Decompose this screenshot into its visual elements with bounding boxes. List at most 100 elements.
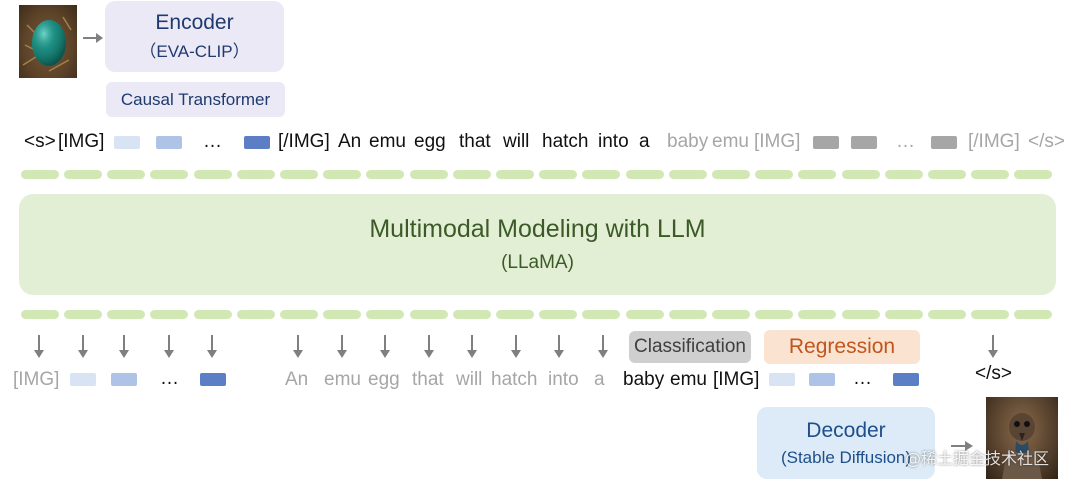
output-token: egg [368, 369, 400, 390]
causal-transformer-box: Causal Transformer [106, 82, 285, 117]
embedding-pill [798, 310, 836, 319]
embedding-pill [64, 170, 102, 179]
embedding-pill [150, 170, 188, 179]
embedding-pill [21, 170, 59, 179]
embedding-pill [366, 310, 404, 319]
encoder-subtitle: （EVA-CLIP） [139, 42, 250, 61]
embedding-pill [237, 170, 275, 179]
output-token: emu [324, 369, 361, 390]
arrow-down-icon [293, 335, 303, 358]
egg-image [19, 5, 77, 78]
embedding-pill [194, 310, 232, 319]
embedding-pill [885, 310, 923, 319]
watermark: @稀土掘金技术社区 [905, 449, 1050, 468]
embedding-pill [194, 170, 232, 179]
encoder-box: Encoder （EVA-CLIP） [105, 1, 284, 72]
arrow-right-icon [951, 441, 973, 451]
embedding-pill [669, 170, 707, 179]
embedding-pill [712, 170, 750, 179]
embedding-pill [842, 170, 880, 179]
causal-transformer-label: Causal Transformer [120, 89, 271, 109]
output-token: a [594, 369, 605, 390]
embedding-pill [410, 310, 448, 319]
image-embedding [893, 373, 919, 386]
arrow-down-icon [380, 335, 390, 358]
arrow-down-icon [598, 335, 608, 358]
embedding-pill [582, 310, 620, 319]
classification-head: Classification [629, 331, 751, 363]
embedding-pill [107, 310, 145, 319]
llm-subtitle: (LLaMA) [501, 252, 574, 273]
output-token: baby [623, 369, 665, 390]
arrow-down-icon [164, 335, 174, 358]
output-token: hatch [491, 369, 538, 390]
embedding-pill [1014, 170, 1052, 179]
image-embedding [244, 136, 270, 149]
input-token: emu [712, 131, 749, 152]
image-embedding [769, 373, 795, 386]
output-token: that [412, 369, 444, 390]
arrow-down-icon [424, 335, 434, 358]
input-token: that [459, 131, 491, 152]
input-token: <s> [24, 131, 56, 152]
arrow-down-icon [467, 335, 477, 358]
decoder-title: Decoder [806, 418, 886, 442]
image-embedding [813, 136, 839, 149]
embedding-pill [539, 170, 577, 179]
output-token: [IMG] [13, 369, 60, 390]
embedding-pill [669, 310, 707, 319]
regression-head: Regression [764, 330, 920, 364]
embedding-pill [280, 310, 318, 319]
encoder-title: Encoder [155, 11, 234, 34]
embedding-pill [280, 170, 318, 179]
output-token: </s> [975, 363, 1012, 384]
embedding-pill [323, 310, 361, 319]
decoder-box: Decoder (Stable Diffusion) [757, 407, 935, 479]
input-token: emu [369, 131, 406, 152]
embedding-pill [971, 170, 1009, 179]
decoder-subtitle: (Stable Diffusion) [780, 447, 912, 467]
input-token: … [203, 131, 222, 152]
image-embedding [931, 136, 957, 149]
embedding-pill [798, 170, 836, 179]
output-token: … [853, 368, 872, 389]
input-token: baby [667, 131, 709, 152]
embedding-pill [626, 310, 664, 319]
embedding-pill [928, 170, 966, 179]
arrow-down-icon [511, 335, 521, 358]
embedding-pill [107, 170, 145, 179]
arrow-down-icon [119, 335, 129, 358]
image-embedding [200, 373, 226, 386]
embedding-pill [453, 170, 491, 179]
embedding-pill [323, 170, 361, 179]
embedding-pill [928, 310, 966, 319]
image-embedding [156, 136, 182, 149]
embedding-pill [755, 310, 793, 319]
arrow-down-icon [988, 335, 998, 358]
embedding-pill [237, 310, 275, 319]
embedding-pill [410, 170, 448, 179]
llm-box: Multimodal Modeling with LLM (LLaMA) [19, 194, 1056, 295]
embedding-pill [496, 310, 534, 319]
embedding-pill [582, 170, 620, 179]
embedding-pill [366, 170, 404, 179]
output-token: into [548, 369, 579, 390]
image-embedding [114, 136, 140, 149]
input-token: </s> [1028, 131, 1065, 152]
embedding-pill [885, 170, 923, 179]
embedding-pill [842, 310, 880, 319]
input-token: [/IMG] [278, 131, 330, 152]
input-token: [IMG] [754, 131, 801, 152]
embedding-pill [150, 310, 188, 319]
input-token: [/IMG] [968, 131, 1020, 152]
embedding-pill [21, 310, 59, 319]
arrow-down-icon [554, 335, 564, 358]
classification-label: Classification [634, 336, 746, 357]
arrow-down-icon [337, 335, 347, 358]
embedding-pill [496, 170, 534, 179]
input-token: … [896, 131, 915, 152]
input-token: a [639, 131, 650, 152]
embedding-pill [453, 310, 491, 319]
input-token: egg [414, 131, 446, 152]
embedding-pill [626, 170, 664, 179]
